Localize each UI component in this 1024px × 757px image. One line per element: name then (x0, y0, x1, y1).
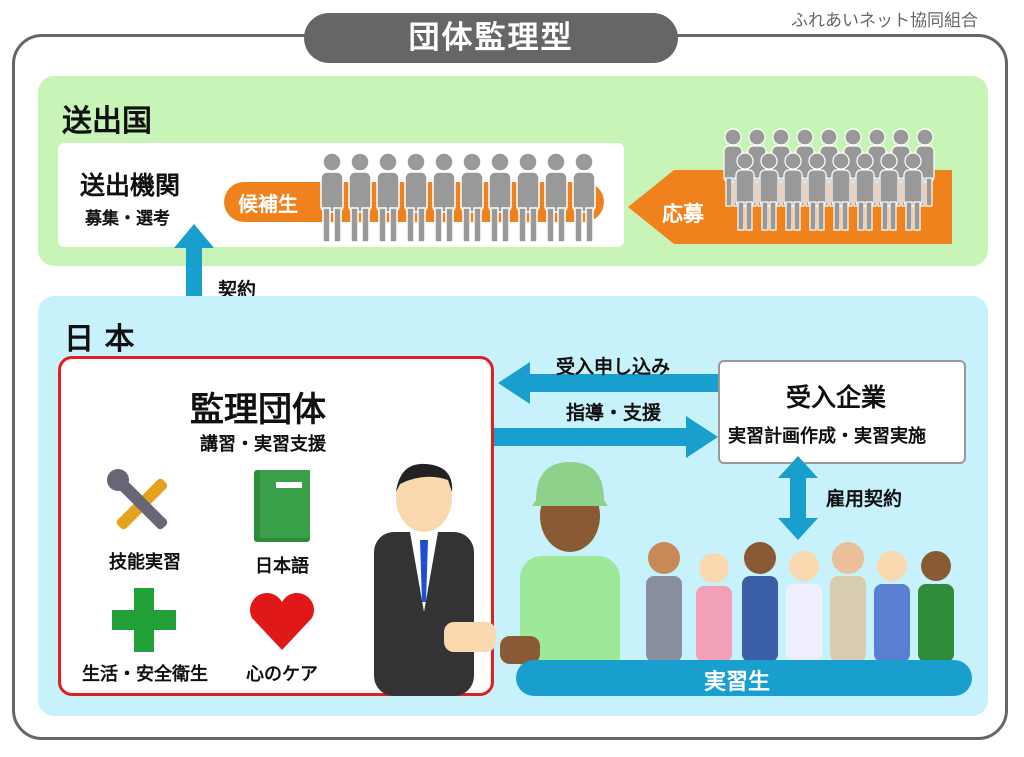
supervising-organization-sub: 講習・実習支援 (200, 434, 326, 455)
contract-label: 契約 (218, 279, 257, 301)
book-icon (254, 470, 310, 542)
receiving-company-title: 受入企業 (786, 383, 887, 412)
applicants-crowd (723, 128, 935, 231)
employment-label: 雇用契約 (826, 488, 903, 510)
sending-agency-title: 送出機関 (80, 171, 181, 200)
guidance-arrow (494, 416, 718, 458)
service-label: 技能実習 (109, 552, 181, 573)
organization-name: ふれあいネット協同組合 (791, 11, 978, 31)
service-label: 日本語 (255, 556, 309, 577)
sending-agency-sub: 募集・選考 (85, 209, 170, 229)
request-arrow (498, 362, 718, 404)
apply-label: 応募 (662, 202, 704, 226)
trainees-group-illustration (646, 542, 954, 662)
receiving-company-box (718, 360, 966, 464)
japan-label: 日 本 (64, 322, 135, 357)
tools-icon (107, 469, 168, 530)
service-label: 生活・安全衛生 (82, 664, 208, 685)
trainees-bar (516, 660, 972, 696)
trainees-label: 実習生 (704, 670, 771, 695)
sending-country-label: 送出国 (62, 104, 152, 139)
cross-icon (112, 588, 176, 652)
receiving-company-sub: 実習計画作成・実習実施 (728, 426, 926, 447)
supervisor-person-illustration (374, 463, 496, 696)
supervising-organization-title: 監理団体 (190, 390, 326, 430)
candidates-label: 候補生 (238, 192, 298, 216)
page-title: 団体監理型 (304, 13, 678, 63)
request-label: 受入申し込み (556, 356, 671, 378)
employment-arrow (778, 456, 818, 540)
guidance-label: 指導・支援 (566, 402, 662, 424)
candidates-silhouettes (320, 152, 596, 243)
heart-icon (250, 593, 314, 650)
service-label: 心のケア (246, 664, 318, 685)
